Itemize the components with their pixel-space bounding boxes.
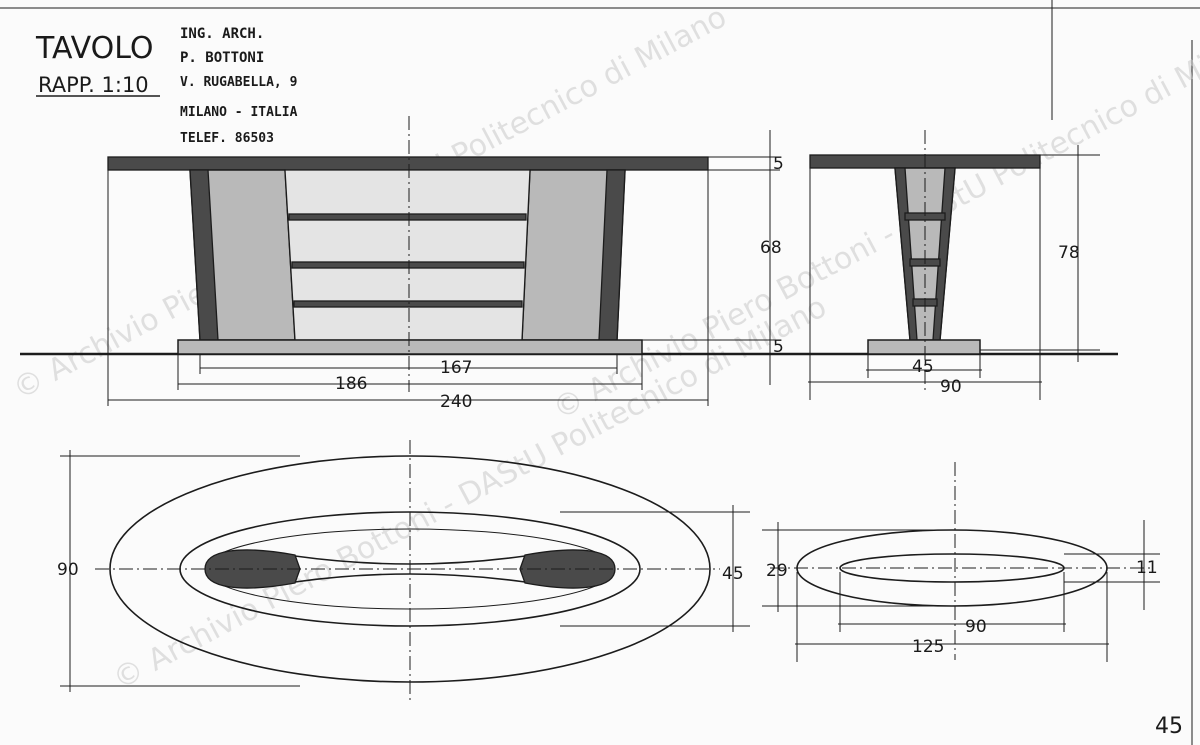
title-block: TAVOLO RAPP. 1:10 ING. ARCH. P. BOTTONI …: [35, 26, 298, 146]
side-dim-base: 45: [912, 357, 934, 377]
front-dim-total: 240: [440, 392, 472, 412]
front-dim-top-thickness: 5: [773, 154, 784, 174]
front-base: [177, 339, 643, 355]
object-title: TAVOLO: [35, 31, 153, 66]
front-elevation: 167 186 240 5 68 5: [107, 116, 784, 412]
front-rail-3: [293, 300, 523, 308]
front-dim-base-thickness: 5: [773, 337, 784, 357]
sheet-number: 45: [1155, 714, 1183, 739]
architect-line-2: P. BOTTONI: [180, 50, 264, 66]
base-plan-dim-outer-length: 125: [912, 637, 944, 657]
front-dim-inner: 167: [440, 358, 472, 378]
plan-view: 90 45: [57, 440, 750, 700]
svg-text:© Archivio Piero Bottoni - DAS: © Archivio Piero Bottoni - DAStU Politec…: [547, 19, 1200, 427]
plan-dim-depth: 90: [57, 560, 79, 580]
front-center-panel: [284, 169, 531, 341]
front-dim-base: 186: [335, 374, 367, 394]
base-plan: 29 11 90 125: [762, 462, 1160, 662]
side-dim-height: 78: [1058, 243, 1080, 263]
architect-line-1: ING. ARCH.: [180, 26, 264, 42]
front-rail-1: [288, 213, 527, 221]
side-base: [867, 339, 981, 355]
side-elevation: 78 45 90: [808, 130, 1100, 400]
side-dim-top: 90: [940, 377, 962, 397]
front-tabletop: [107, 156, 709, 171]
base-plan-dim-inner-depth: 11: [1136, 558, 1158, 578]
front-rail-2: [291, 261, 525, 269]
plan-right-foot: [519, 549, 616, 589]
plan-dim-inner-depth: 45: [722, 564, 744, 584]
front-dim-body: 68: [760, 238, 782, 258]
architect-address: V. RUGABELLA, 9: [180, 75, 297, 90]
base-plan-dim-inner-length: 90: [965, 617, 987, 637]
base-plan-dim-outer-depth: 29: [766, 561, 788, 581]
scale-label: RAPP. 1:10: [38, 73, 149, 97]
architect-phone: TELEF. 86503: [180, 131, 274, 146]
architect-city: MILANO - ITALIA: [180, 105, 298, 120]
